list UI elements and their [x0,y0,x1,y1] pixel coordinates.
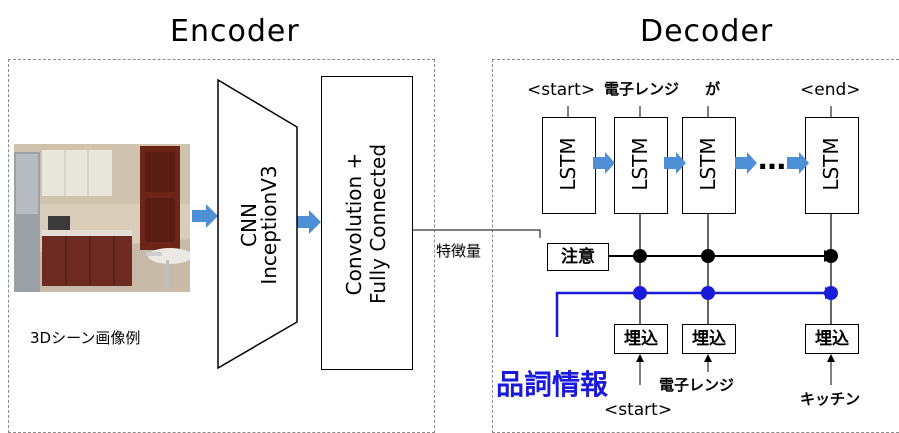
lstm-cell-1 [542,117,596,214]
pos-node-1 [633,286,647,300]
attention-node-3 [824,249,838,263]
embed-box-1: 埋込 [614,324,668,354]
attention-node-1 [633,249,647,263]
input-token-1: <start> [604,400,673,420]
attention-node-2 [701,249,715,263]
lstm-cell-4-label: LSTM [819,137,843,191]
image-to-cnn-arrow [192,204,218,228]
decoder-title: Decoder [640,14,774,49]
image-caption: 3Dシーン画像例 [30,329,141,347]
cnn-to-conv-arrow [295,210,321,234]
input-token-2: 電子レンジ [659,376,735,394]
lstm-cell-4 [805,117,859,214]
kitchen-scene-image [14,144,190,292]
pos-info-label: 品詞情報 [496,368,609,401]
embed-box-2: 埋込 [682,324,736,354]
output-token-4: <end> [800,80,861,100]
lstm-cell-3-label: LSTM [696,137,720,191]
conv-fc-block [321,76,413,370]
output-token-2: 電子レンジ [604,80,680,98]
output-token-1: <start> [527,80,596,100]
lstm-cell-1-label: LSTM [556,137,580,191]
lstm-cell-2-label: LSTM [628,137,652,191]
input-token-3: キッチン [800,390,861,408]
pos-node-2 [701,286,715,300]
lstm-cell-3 [682,117,736,214]
encoder-title: Encoder [170,14,300,49]
lstm-ellipsis: … [758,143,786,176]
pos-node-3 [824,286,838,300]
attention-box: 注意 [547,243,609,271]
embed-box-3: 埋込 [805,324,859,354]
lstm-arrow-2 [664,152,686,174]
lstm-arrow-1 [593,152,615,174]
lstm-arrow-4 [787,152,809,174]
feature-label: 特徴量 [436,242,482,260]
output-token-3: が [705,80,721,98]
lstm-arrow-3 [735,152,757,174]
cnn-block [217,79,298,369]
